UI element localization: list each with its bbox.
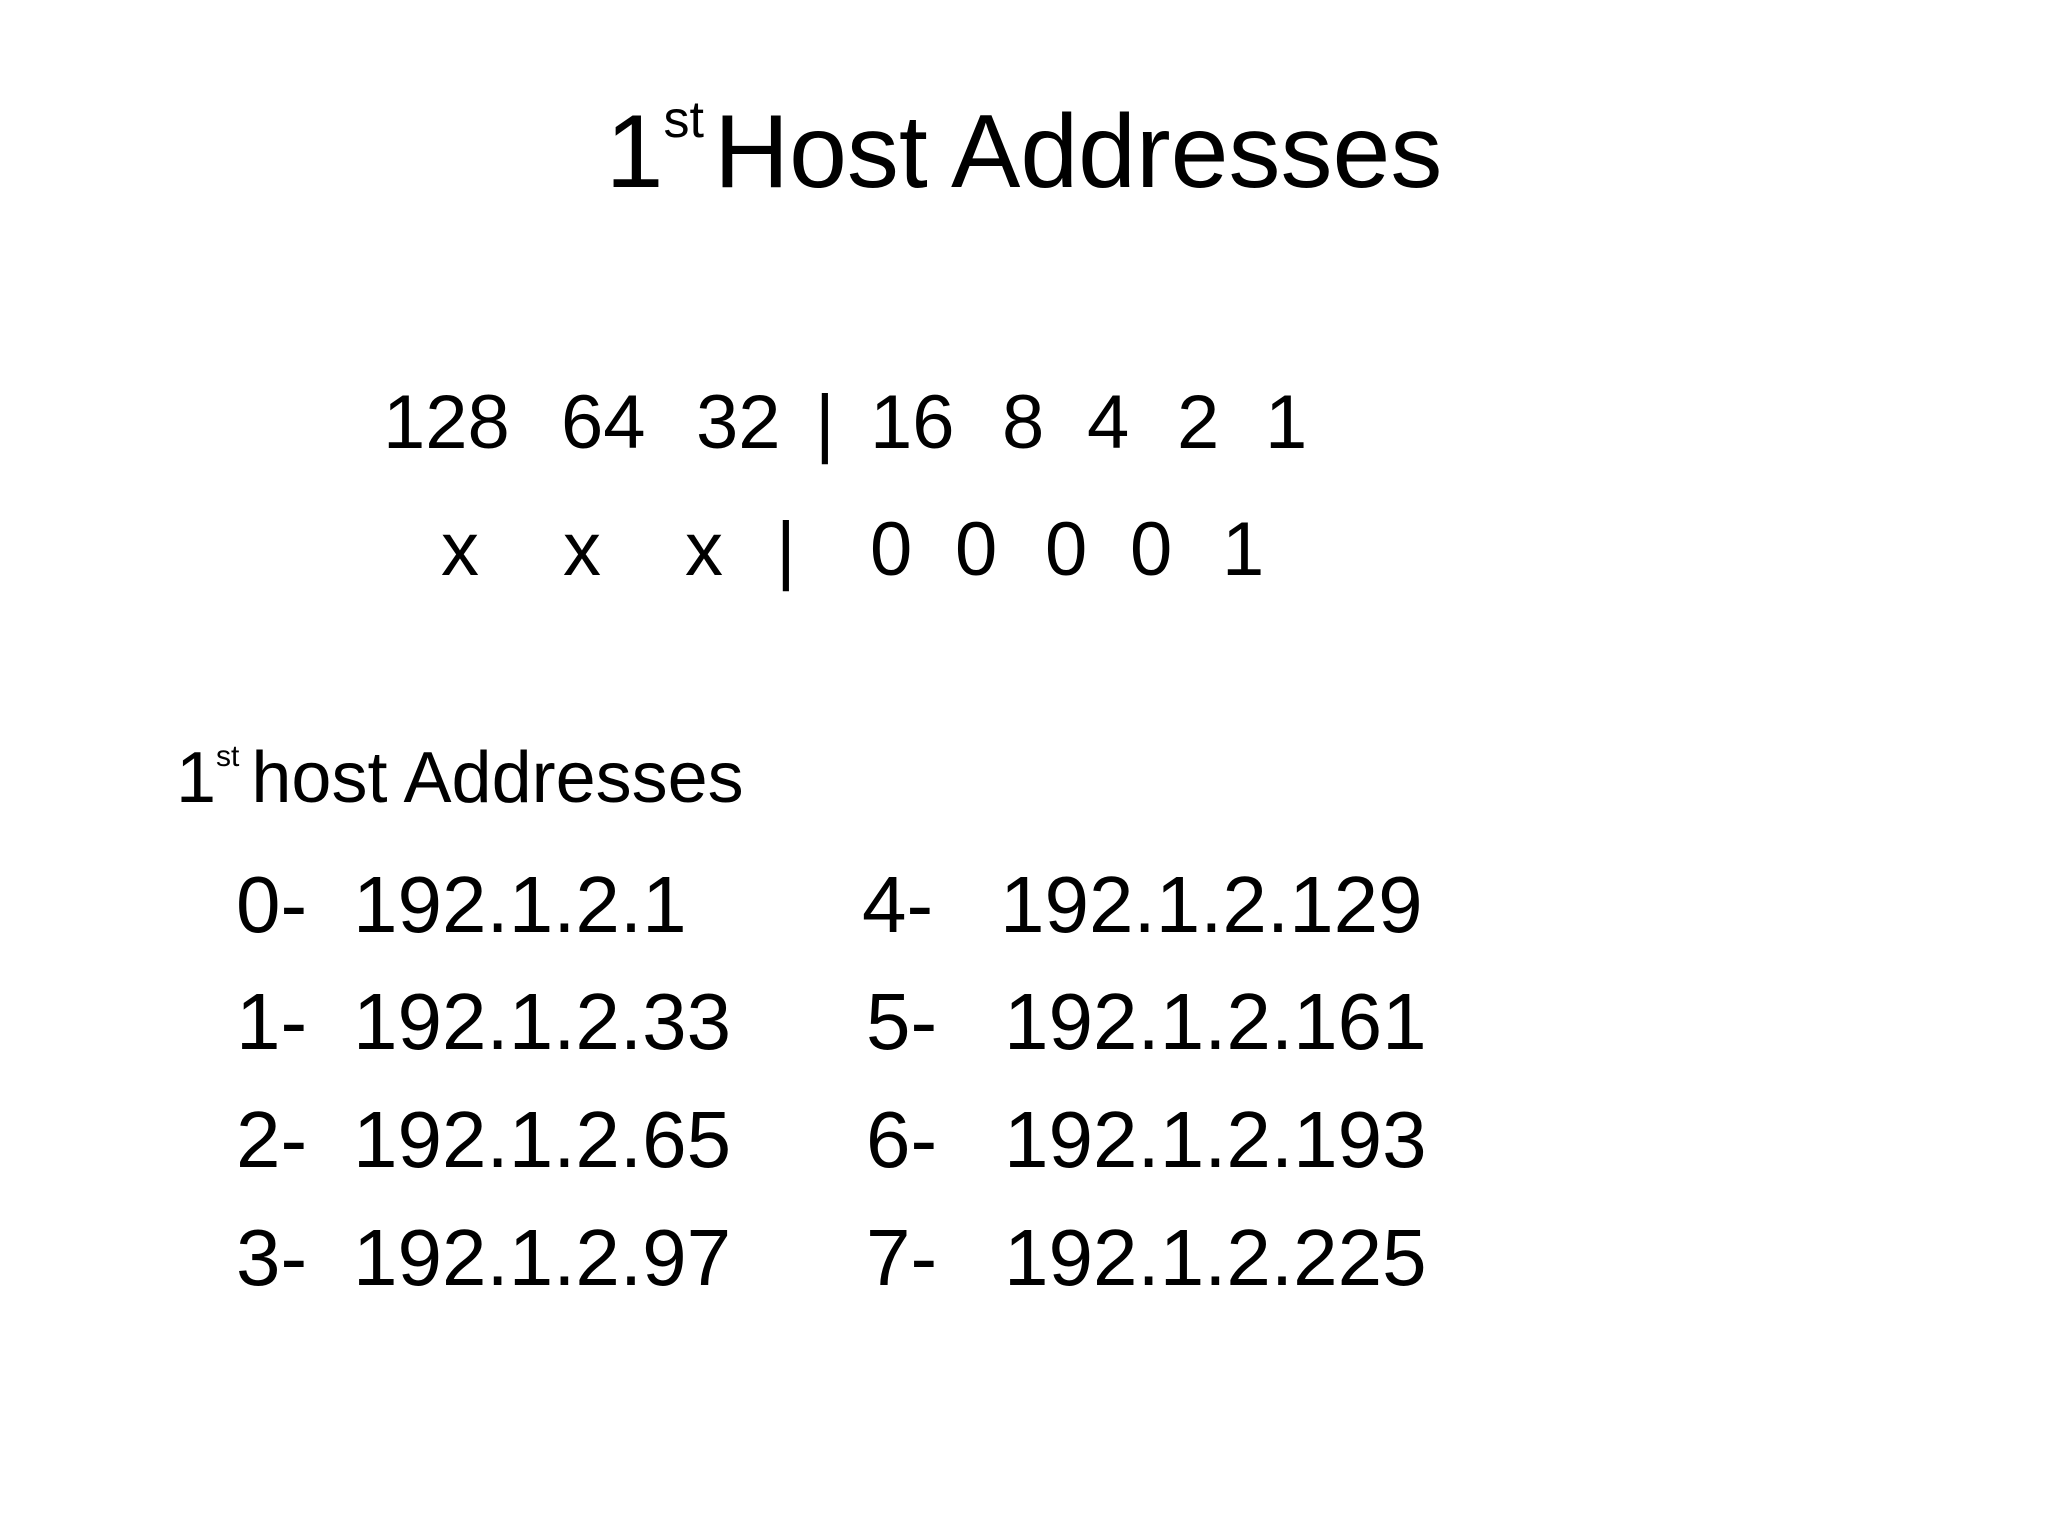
- host-address: 192.1.2.1: [353, 860, 687, 949]
- host-address: 192.1.2.33: [353, 977, 732, 1066]
- host-index: 0-: [236, 860, 308, 949]
- values-separator: |: [776, 507, 796, 592]
- bit-0-4: 0: [1130, 507, 1173, 592]
- host-index: 7-: [866, 1213, 938, 1302]
- host-address: 192.1.2.129: [1000, 860, 1423, 949]
- weight-1: 1: [1265, 380, 1308, 465]
- title-superscript: st: [663, 91, 704, 149]
- weight-32: 32: [696, 380, 781, 465]
- weight-16: 16: [870, 380, 955, 465]
- title-text: Host Addresses: [713, 94, 1443, 210]
- host-index: 3-: [236, 1213, 308, 1302]
- host-address: 192.1.2.97: [353, 1213, 732, 1302]
- host-index: 5-: [866, 977, 938, 1066]
- slide-title: 1stHost Addresses: [0, 94, 2048, 204]
- bit-x-1: x: [441, 507, 479, 592]
- hosts-heading-superscript: st: [216, 740, 240, 773]
- host-index: 1-: [236, 977, 308, 1066]
- host-address: 192.1.2.161: [1004, 977, 1427, 1066]
- hosts-heading-text: host Addresses: [251, 738, 744, 818]
- hosts-heading: 1st host Addresses: [176, 740, 744, 815]
- host-index: 2-: [236, 1095, 308, 1184]
- host-address: 192.1.2.65: [353, 1095, 732, 1184]
- host-address: 192.1.2.225: [1004, 1213, 1427, 1302]
- weight-4: 4: [1087, 380, 1130, 465]
- title-number: 1: [605, 94, 664, 210]
- bit-weights-row: 128 64 32 | 16 8 4 2 1: [0, 385, 2048, 465]
- weight-2: 2: [1177, 380, 1220, 465]
- weights-separator: |: [815, 380, 835, 465]
- weight-128: 128: [383, 380, 510, 465]
- weight-64: 64: [561, 380, 646, 465]
- host-index: 4-: [862, 860, 934, 949]
- bit-0-3: 0: [1045, 507, 1088, 592]
- hosts-heading-number: 1: [176, 738, 217, 818]
- bit-0-1: 0: [870, 507, 913, 592]
- bit-x-3: x: [685, 507, 723, 592]
- bit-x-2: x: [563, 507, 601, 592]
- weight-8: 8: [1002, 380, 1045, 465]
- host-address: 192.1.2.193: [1004, 1095, 1427, 1184]
- host-index: 6-: [866, 1095, 938, 1184]
- bit-values-row: x x x | 0 0 0 0 1: [0, 512, 2048, 592]
- bit-1: 1: [1222, 507, 1265, 592]
- bit-0-2: 0: [955, 507, 998, 592]
